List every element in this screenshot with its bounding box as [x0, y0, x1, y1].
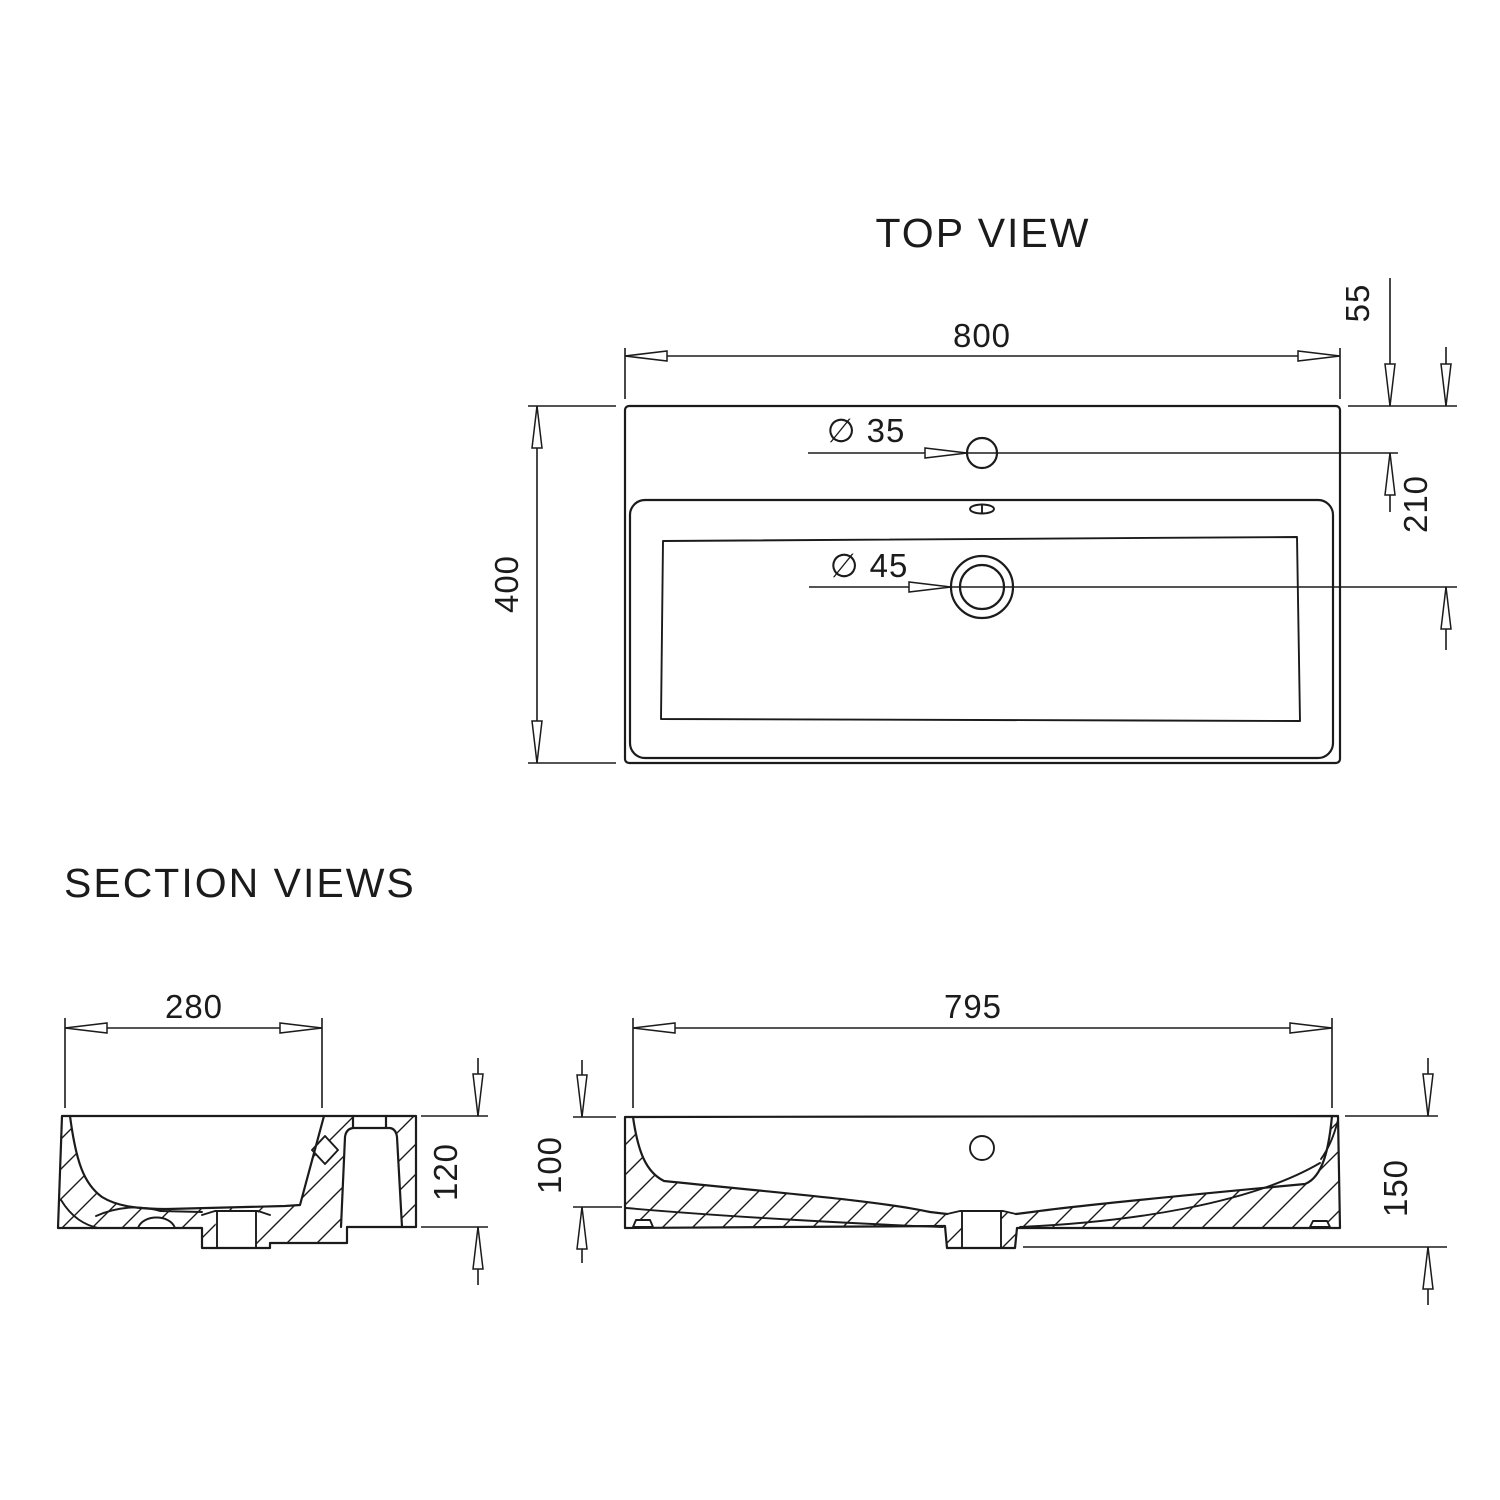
long-section-overflow-hole — [969, 1135, 995, 1161]
cross-section-view: 280 120 — [56, 988, 488, 1285]
dim-cross-width-280: 280 — [64, 988, 323, 1108]
cross-section-material — [58, 1116, 416, 1249]
cross-section-outline — [56, 1114, 418, 1250]
top-view: TOP VIEW 800 400 ∅ 35 — [488, 210, 1457, 765]
dim-drain-offset-210: 210 — [1397, 347, 1452, 650]
section-views-title: SECTION VIEWS — [64, 860, 416, 906]
dim-depth-400: 400 — [488, 405, 616, 764]
dim-120-label: 120 — [427, 1143, 464, 1201]
long-section-drain-detail — [946, 1210, 1017, 1249]
dim-total-height-150: 150 — [1023, 1058, 1447, 1305]
dim-basin-depth-100: 100 — [531, 1060, 622, 1263]
top-view-title: TOP VIEW — [876, 210, 1091, 256]
dim-800-label: 800 — [953, 317, 1011, 354]
cross-section-foot-notch — [137, 1216, 176, 1229]
sink-outer-edge — [623, 404, 1342, 765]
long-section-floor-contours — [625, 1119, 1339, 1228]
dim-100-label: 100 — [531, 1136, 568, 1194]
cross-section-overflow-channel — [339, 1114, 404, 1229]
basin-rim — [628, 498, 1335, 760]
cross-section-basin-surface — [68, 1114, 326, 1211]
drain-hole-label: ∅ 45 — [830, 547, 909, 584]
long-section-material — [625, 1116, 1340, 1249]
cross-section-floor-contours — [60, 1199, 203, 1229]
faucet-hole-label: ∅ 35 — [827, 412, 906, 449]
dim-width-800: 800 — [624, 317, 1341, 399]
cross-section-overflow-diamond — [311, 1135, 339, 1165]
long-section-outline — [623, 1114, 1342, 1250]
callout-drain-hole: ∅ 45 — [809, 547, 1457, 593]
dim-150-label: 150 — [1377, 1159, 1414, 1217]
cross-section-drain-detail — [201, 1210, 271, 1249]
dim-faucet-offset-55: 55 — [1339, 278, 1457, 512]
dim-long-width-795: 795 — [632, 988, 1333, 1108]
basin-floor-edge — [660, 536, 1301, 722]
dim-210-label: 210 — [1397, 475, 1434, 533]
section-views: SECTION VIEWS 280 — [56, 860, 1447, 1305]
long-section-foot-notch-right — [1309, 1220, 1331, 1228]
dim-795-label: 795 — [944, 988, 1002, 1025]
dim-280-label: 280 — [165, 988, 223, 1025]
long-section-foot-notch-left — [632, 1219, 654, 1228]
dim-55-label: 55 — [1339, 284, 1376, 323]
longitudinal-section-view: 795 100 150 — [531, 988, 1447, 1305]
dim-cross-height-120: 120 — [421, 1058, 488, 1285]
long-section-basin-surface — [631, 1114, 1334, 1216]
callout-faucet-hole: ∅ 35 — [808, 412, 1398, 459]
dim-400-label: 400 — [488, 555, 525, 613]
